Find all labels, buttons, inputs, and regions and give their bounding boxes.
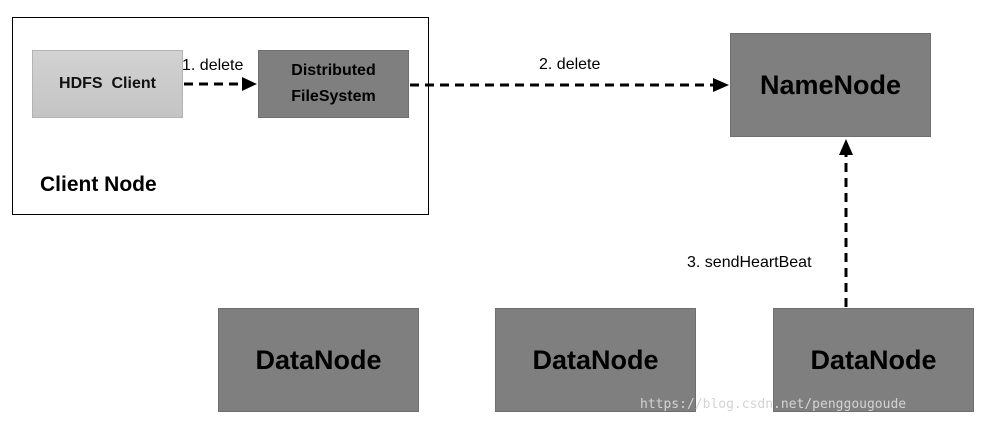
edge-2-label: 2. delete	[539, 56, 601, 73]
hdfs-client-node: HDFS Client	[32, 50, 183, 118]
client-node-label: Client Node	[40, 173, 157, 196]
edge-1-label: 1. delete	[182, 57, 244, 74]
datanode-2: DataNode	[495, 308, 696, 412]
distributed-filesystem-node: Distributed FileSystem	[258, 50, 409, 118]
namenode-node: NameNode	[730, 33, 931, 137]
datanode-3: DataNode	[773, 308, 974, 412]
watermark: https://blog.csdn.net/penggougoude	[640, 397, 907, 412]
edge-1-arrowhead	[242, 77, 257, 91]
edge-2-arrowhead	[713, 78, 729, 92]
edge-3-arrowhead	[839, 139, 853, 155]
dfs-label-line2: FileSystem	[291, 88, 376, 105]
dfs-label-line1: Distributed	[291, 62, 376, 79]
datanode-1: DataNode	[218, 308, 419, 412]
edge-3-label: 3. sendHeartBeat	[687, 254, 812, 271]
